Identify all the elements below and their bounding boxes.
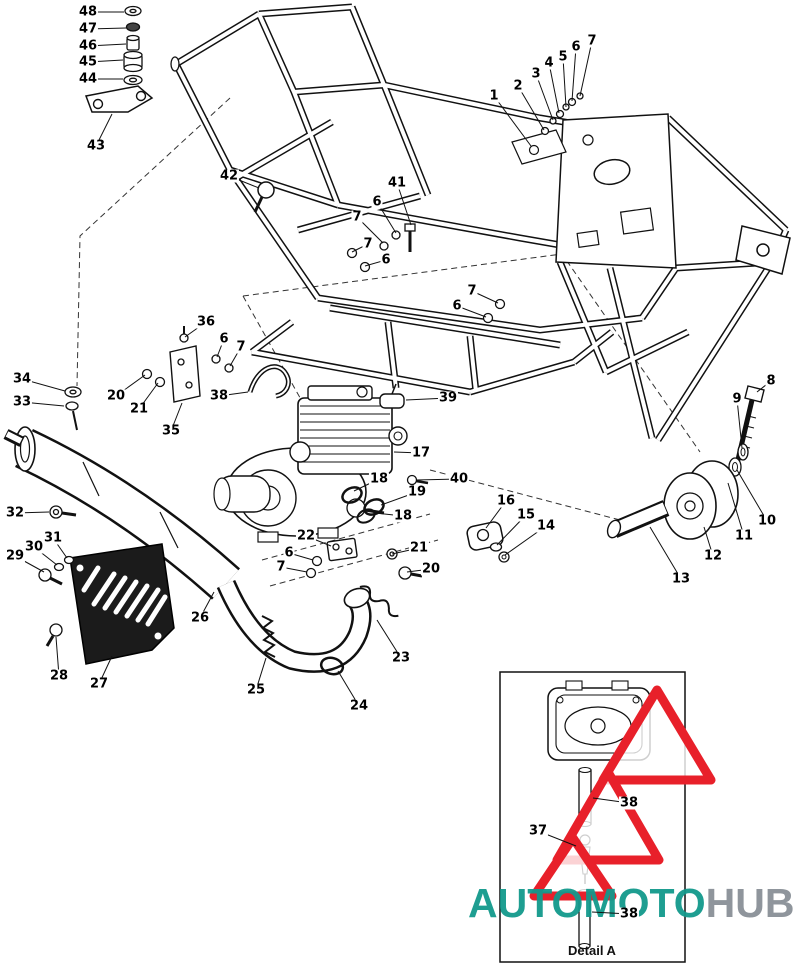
washer-31: [63, 555, 75, 565]
bolt-28: [49, 623, 63, 637]
small-hardware: [38, 5, 584, 647]
muffler-end-cap: [14, 426, 36, 472]
bracket-35: [169, 345, 201, 403]
muffler-seams: [82, 461, 179, 549]
watermark-text: AUTOMOTOHUB: [468, 880, 794, 926]
cylinder: [297, 397, 393, 475]
upper-mount-tab: [511, 129, 567, 165]
engine-assembly: [213, 364, 408, 543]
rear-axle-assembly: [606, 385, 765, 540]
spark-plug: [356, 386, 368, 398]
knob-42: [257, 181, 275, 199]
bolt-32: [49, 505, 63, 519]
nut-47: [125, 22, 141, 32]
engine-mount-parts: [466, 521, 510, 563]
spring-23: [359, 585, 399, 618]
rear-frame-plate: [555, 113, 677, 269]
washer-33: [65, 401, 79, 411]
cylinder-head: [307, 385, 373, 401]
ignition-coil: [379, 393, 405, 409]
heat-shield: [69, 543, 175, 665]
washer-34: [64, 386, 82, 398]
washer-44: [123, 74, 143, 86]
watermark-logo-triangles: [529, 685, 716, 901]
washer-9: [737, 443, 749, 461]
bolt-40: [406, 474, 418, 486]
washer-48: [124, 5, 142, 17]
bracket-22: [326, 537, 358, 562]
exhaust-assembly: [6, 426, 399, 676]
intake-flange: [388, 426, 408, 446]
bolt-29: [38, 568, 52, 582]
watermark-text-primary: AUTOMOTO: [468, 880, 706, 926]
triangle-medium: [552, 767, 664, 865]
watermark-text-secondary: HUB: [706, 880, 795, 926]
clamp-18b: [356, 508, 376, 524]
frame-assembly: [170, 7, 791, 440]
frame-tube-end-cap: [170, 56, 180, 72]
triangle-large: [598, 685, 716, 785]
rear-corner-bracket: [735, 225, 791, 275]
clamp-24: [319, 656, 345, 676]
triangle-small: [529, 833, 617, 901]
bolt-20: [398, 566, 412, 580]
cooling-fins: [300, 405, 390, 463]
spring-25: [261, 615, 276, 658]
watermark: AUTOMOTOHUB: [468, 685, 794, 926]
hub-face: [663, 472, 717, 540]
exhaust-port: [289, 441, 311, 463]
detail-a-label: Detail A: [568, 943, 617, 958]
clamp-18: [341, 486, 363, 504]
bolt-41: [404, 223, 416, 232]
